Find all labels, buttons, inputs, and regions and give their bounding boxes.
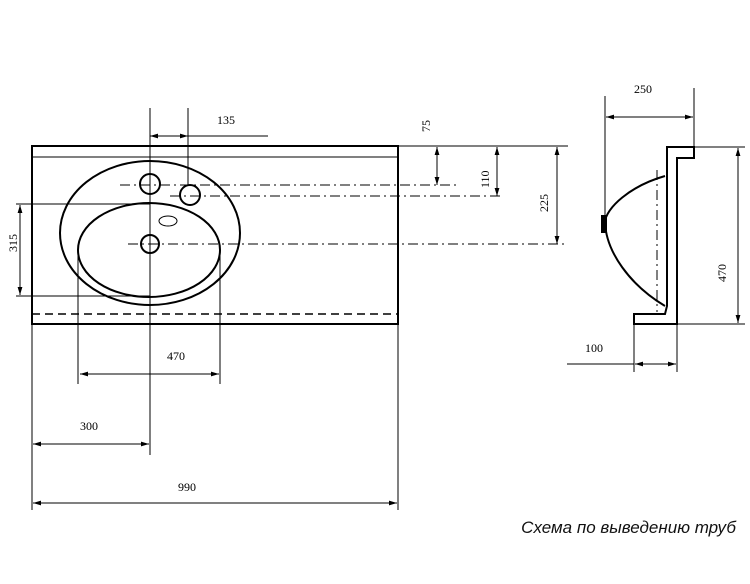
caption: Схема по выведению труб	[521, 518, 736, 537]
basin-inner-bowl	[77, 202, 221, 298]
side-profile-wall	[633, 146, 695, 325]
dim-135-label: 135	[217, 113, 235, 127]
overflow-slot	[158, 215, 178, 227]
side-view: 250 470 100	[567, 82, 745, 372]
top-view: 135 470 300 990 315 75 110 225	[6, 108, 568, 510]
dim-75-label: 75	[419, 120, 433, 132]
secondary-hole	[179, 184, 201, 206]
dim-100-label: 100	[585, 341, 603, 355]
side-basin-curve	[603, 175, 666, 307]
dim-225-label: 225	[537, 194, 551, 212]
countertop-outline	[31, 145, 399, 325]
dim-315-label: 315	[6, 234, 20, 252]
dim-250-label: 250	[634, 82, 652, 96]
side-overflow-plug	[601, 215, 607, 233]
dim-990-label: 990	[178, 480, 196, 494]
dim-110-label: 110	[478, 170, 492, 188]
dim-470-bowl-label: 470	[167, 349, 185, 363]
dim-470-side-label: 470	[715, 264, 729, 282]
dim-300-label: 300	[80, 419, 98, 433]
